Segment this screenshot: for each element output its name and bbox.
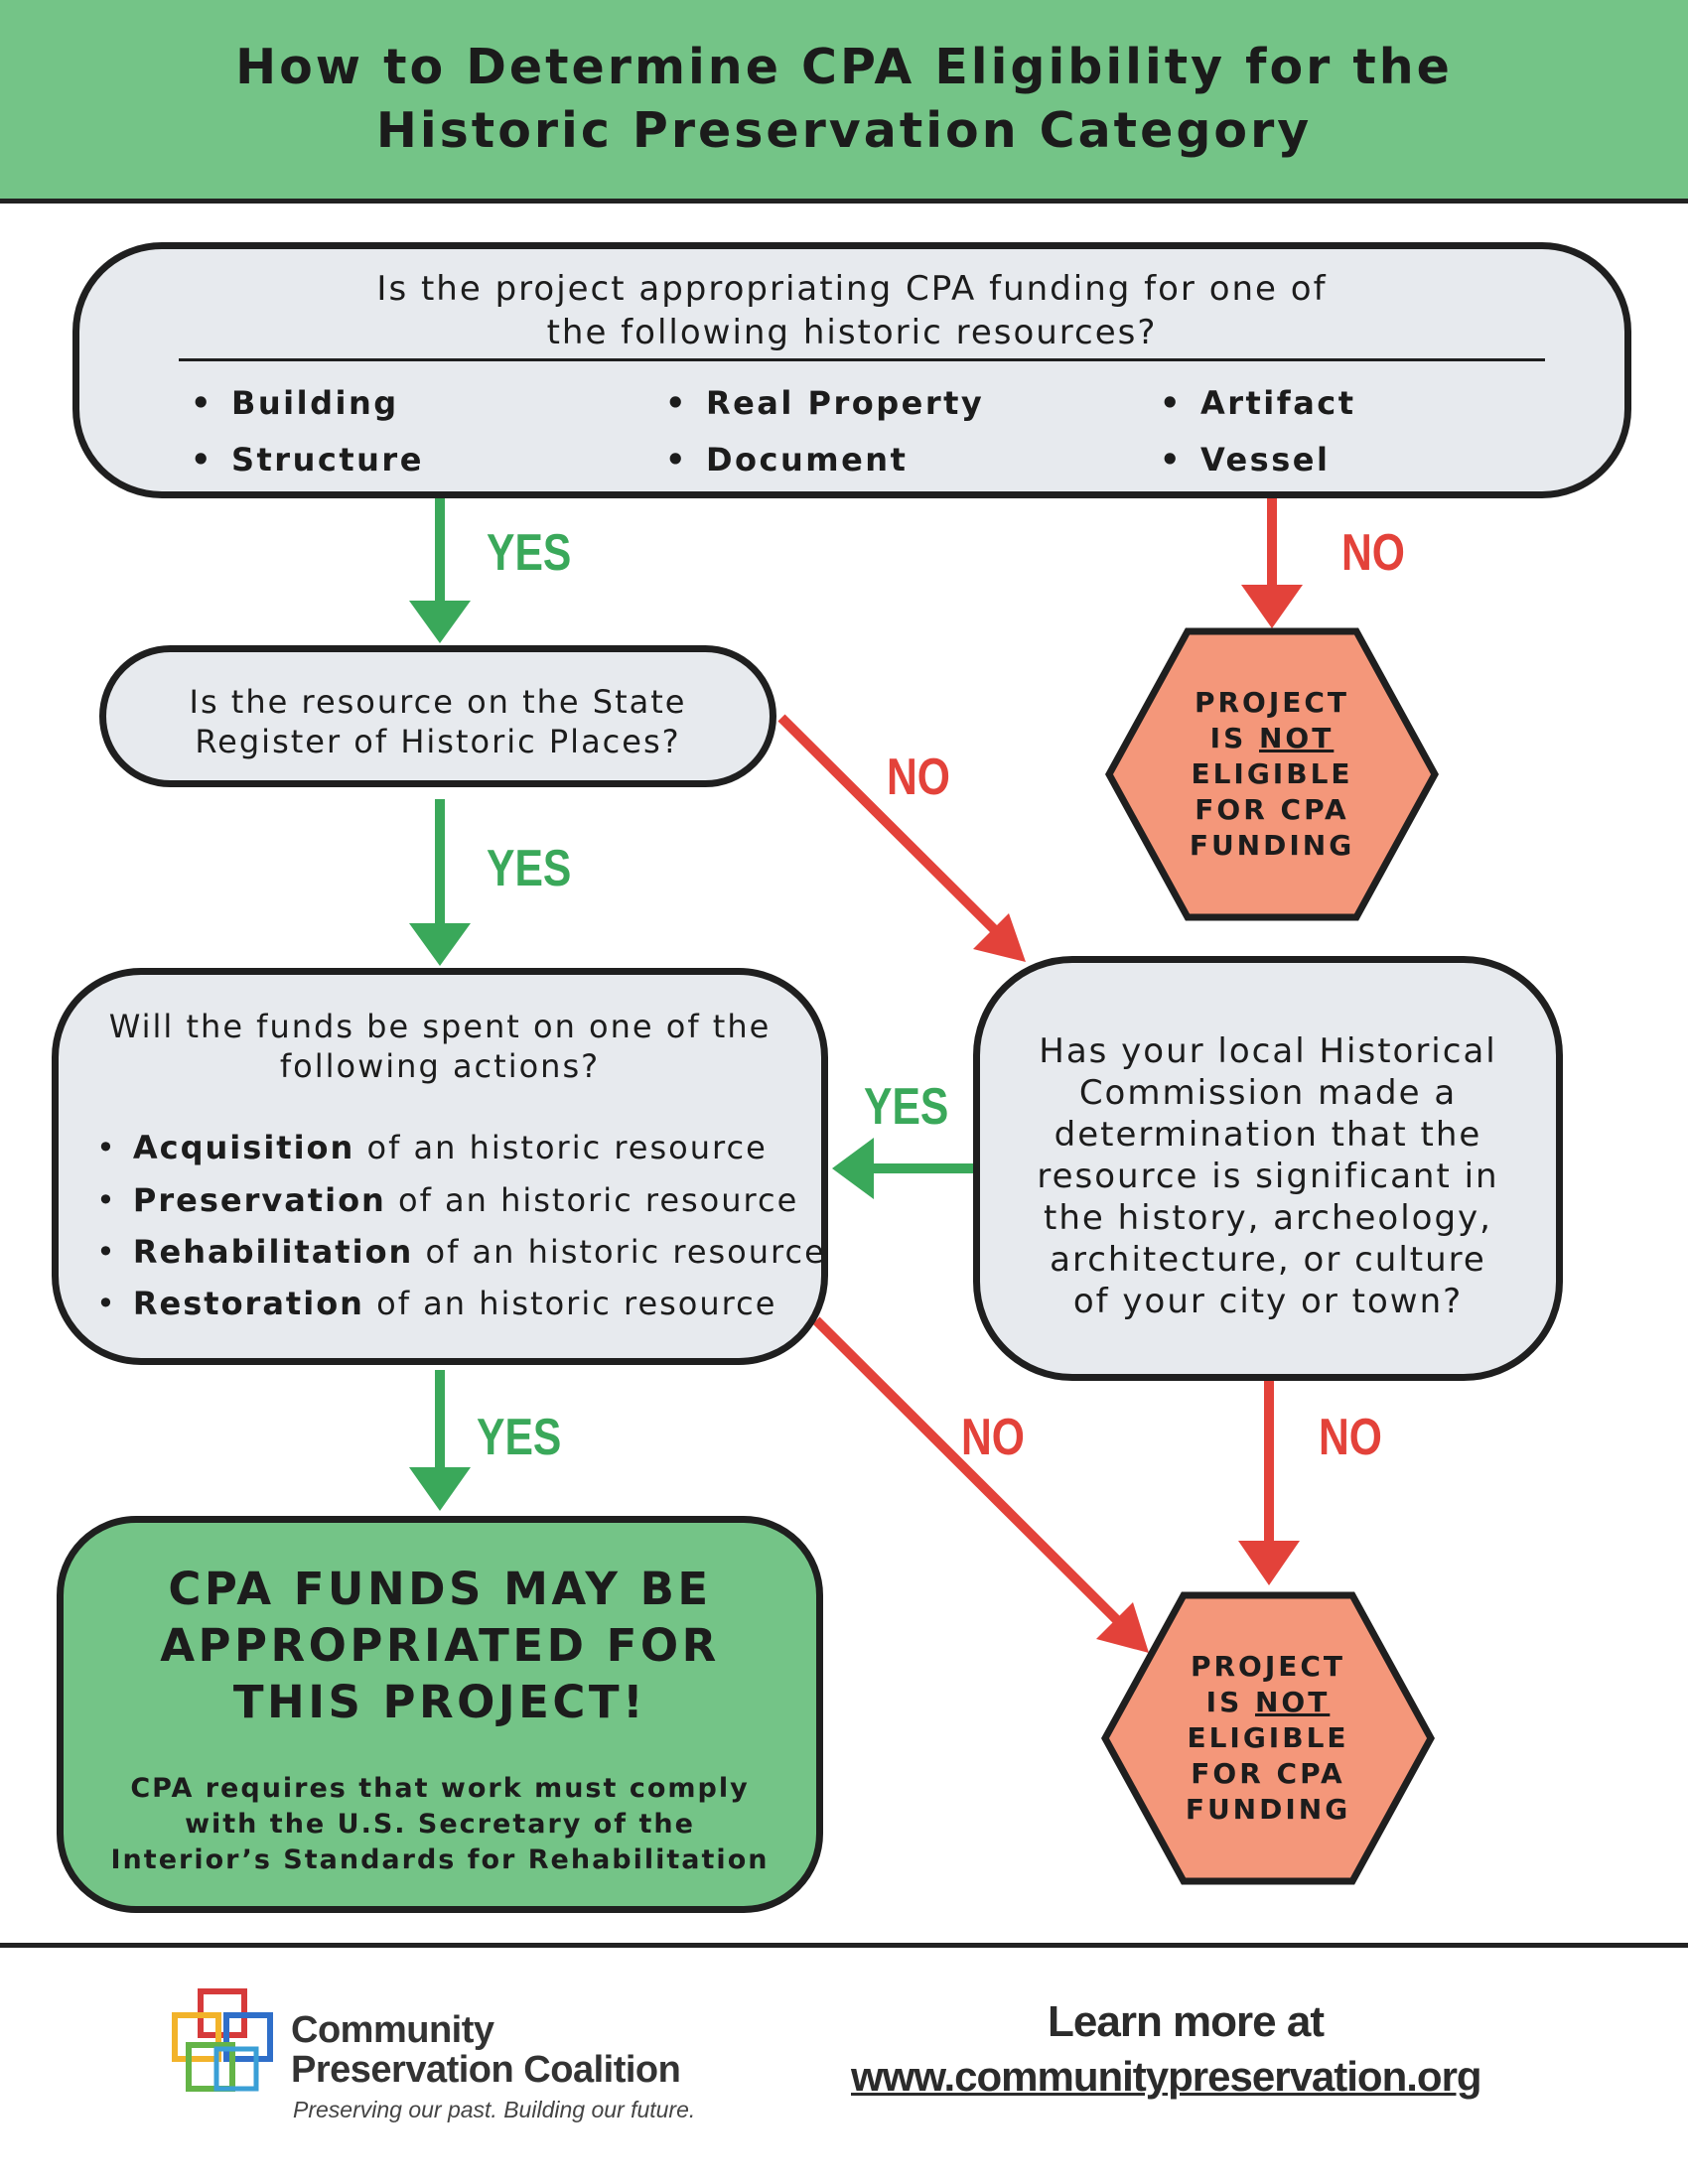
not-eligible-line: PROJECT — [1194, 686, 1350, 719]
label-yes-q2: YES — [487, 840, 572, 897]
hexagon-shape — [1101, 1591, 1435, 1885]
not-eligible-line: IS NOT — [1205, 1686, 1331, 1718]
question-state-register: Is the resource on the State Register of… — [99, 645, 776, 787]
action-preservation: •Preservation of an historic resource — [96, 1181, 799, 1219]
result-note-line: CPA requires that work must comply — [130, 1773, 750, 1804]
arrow-no-q1-hex1 — [1241, 498, 1303, 628]
arrow-yes-q1-q2 — [409, 498, 471, 643]
option-building: •Building — [191, 384, 399, 422]
coalition-logo-icon — [172, 1988, 273, 2092]
result-heading-line: THIS PROJECT! — [232, 1676, 647, 1728]
organization-name: Community Preservation Coalition — [291, 2009, 681, 2091]
option-artifact: •Artifact — [1160, 384, 1356, 422]
label-yes-q4: YES — [864, 1078, 949, 1136]
question-historical-commission: Has your local Historical Commission mad… — [973, 956, 1563, 1381]
arrow-yes-q3-result — [409, 1370, 471, 1511]
question-4-line: determination that the — [1054, 1115, 1482, 1155]
question-historic-resource: Is the project appropriating CPA funding… — [72, 242, 1631, 498]
option-document: •Document — [665, 441, 909, 478]
footer-divider — [0, 1943, 1688, 1948]
organization-name-line-2: Preservation Coalition — [291, 2049, 681, 2091]
result-note-line: with the U.S. Secretary of the — [185, 1809, 695, 1840]
result-heading-line: APPROPRIATED FOR — [160, 1619, 720, 1672]
arrow-no-q4-hex2 — [1238, 1381, 1300, 1585]
page-header: How to Determine CPA Eligibility for the… — [0, 0, 1688, 204]
arrow-yes-q4-q3 — [832, 1138, 973, 1199]
question-4-line: the history, archeology, — [1044, 1198, 1492, 1238]
label-no-q2: NO — [887, 749, 950, 806]
option-structure: •Structure — [191, 441, 424, 478]
result-not-eligible-1: PROJECT IS NOT ELIGIBLE FOR CPA FUNDING — [1104, 627, 1440, 921]
question-4-line: resource is significant in — [1037, 1157, 1499, 1196]
option-real-property: •Real Property — [665, 384, 985, 422]
not-eligible-line: FUNDING — [1185, 1793, 1351, 1826]
label-no-q1: NO — [1341, 524, 1405, 582]
question-1-line-2: the following historic resources? — [546, 313, 1158, 352]
page-title-line-1: How to Determine CPA Eligibility for the — [235, 39, 1453, 95]
result-heading-line: CPA FUNDS MAY BE — [168, 1563, 712, 1615]
not-eligible-line: FUNDING — [1189, 829, 1355, 862]
question-2-line-2: Register of Historic Places? — [195, 723, 681, 760]
arrow-no-q3-hex2 — [812, 1316, 1149, 1653]
hexagon-shape — [1105, 627, 1439, 921]
not-eligible-line: ELIGIBLE — [1191, 757, 1353, 790]
result-eligible: CPA FUNDS MAY BE APPROPRIATED FOR THIS P… — [57, 1516, 823, 1913]
question-4-line: of your city or town? — [1072, 1282, 1464, 1321]
question-4-line: Commission made a — [1078, 1073, 1458, 1113]
arrow-yes-q2-q3 — [409, 799, 471, 966]
not-eligible-line: FOR CPA — [1195, 793, 1349, 826]
action-rehabilitation: •Rehabilitation of an historic resource — [96, 1233, 826, 1271]
question-3-line-1: Will the funds be spent on one of the — [108, 1008, 772, 1045]
action-acquisition: •Acquisition of an historic resource — [96, 1129, 768, 1166]
not-eligible-line: FOR CPA — [1191, 1757, 1345, 1790]
question-4-line: architecture, or culture — [1050, 1240, 1486, 1280]
label-yes-q3: YES — [477, 1409, 562, 1466]
option-vessel: •Vessel — [1160, 441, 1331, 478]
label-no-q4: NO — [1319, 1409, 1382, 1466]
result-not-eligible-2: PROJECT IS NOT ELIGIBLE FOR CPA FUNDING — [1100, 1591, 1436, 1885]
website-link[interactable]: www.communitypreservation.org — [851, 2053, 1482, 2100]
organization-name-line-1: Community — [291, 2009, 494, 2051]
label-yes-q1: YES — [487, 524, 572, 582]
label-no-q3: NO — [961, 1409, 1025, 1466]
learn-more-text: Learn more at — [1048, 1997, 1325, 2046]
not-eligible-line: ELIGIBLE — [1187, 1721, 1349, 1754]
page-title-line-2: Historic Preservation Category — [375, 102, 1313, 159]
arrow-no-q2-q4 — [777, 714, 1026, 962]
question-1-line-1: Is the project appropriating CPA funding… — [376, 269, 1328, 309]
divider — [179, 358, 1545, 361]
not-eligible-line: IS NOT — [1209, 722, 1335, 754]
question-2-line-1: Is the resource on the State — [189, 683, 687, 721]
question-funded-actions: Will the funds be spent on one of the fo… — [52, 968, 828, 1365]
not-eligible-line: PROJECT — [1190, 1650, 1346, 1683]
organization-tagline: Preserving our past. Building our future… — [293, 2097, 696, 2122]
result-note-line: Interior’s Standards for Rehabilitation — [110, 1844, 770, 1875]
action-restoration: •Restoration of an historic resource — [96, 1285, 777, 1322]
question-3-line-2: following actions? — [279, 1047, 601, 1085]
question-4-line: Has your local Historical — [1039, 1031, 1497, 1071]
